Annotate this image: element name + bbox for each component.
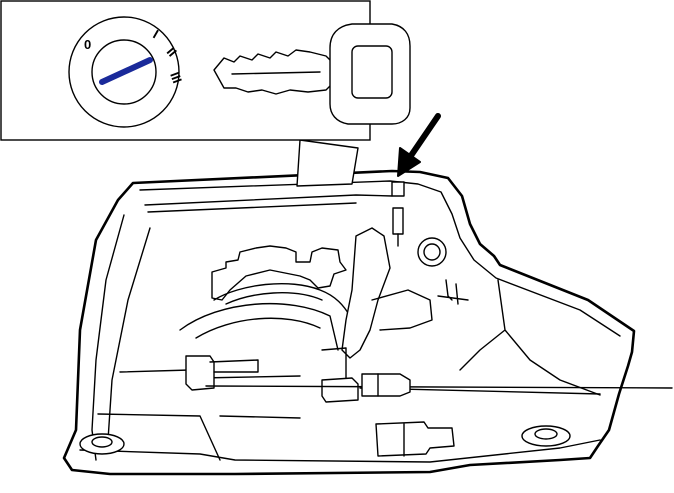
detent-guide — [179, 302, 339, 351]
ignition-key-icon — [213, 23, 411, 125]
key-slot-pointer — [99, 57, 153, 85]
callout-arrow-icon — [397, 113, 441, 177]
inset-panel: 0 I II III — [0, 0, 411, 141]
key-groove — [231, 71, 321, 75]
center-connector — [321, 377, 359, 403]
housing-bottom-edge — [79, 439, 601, 463]
shift-gate-plate — [211, 245, 347, 301]
key-blade — [213, 49, 333, 95]
gate-arc-outer — [213, 282, 351, 317]
lock-pin-head — [391, 181, 405, 197]
return-spring — [437, 279, 469, 305]
position-label-I: I — [151, 27, 162, 42]
gate-arc-inner — [225, 292, 323, 305]
mount-boss-left — [79, 433, 125, 455]
ignition-switch-icon — [68, 16, 180, 128]
center-connector-post — [321, 347, 347, 379]
shift-lever-column — [296, 139, 359, 187]
position-label-III: III — [167, 70, 185, 85]
housing-left-wall-inner — [107, 227, 151, 441]
left-bracket-tab — [209, 359, 259, 373]
electrical-connector — [375, 421, 455, 457]
position-label-0: 0 — [84, 37, 91, 52]
left-bracket — [185, 355, 215, 391]
cable-fitting — [361, 373, 411, 397]
lock-pin — [392, 207, 404, 235]
pawl-rod — [371, 289, 433, 331]
housing-right-contour — [459, 279, 601, 396]
lever-pawl — [341, 227, 391, 359]
mount-boss-right — [521, 425, 571, 447]
housing-top-lip — [144, 194, 393, 213]
shifter-assembly-icon — [62, 139, 673, 476]
key-head-window — [351, 45, 393, 99]
pivot-boss-inner — [423, 243, 441, 261]
shift-cable — [205, 385, 673, 389]
